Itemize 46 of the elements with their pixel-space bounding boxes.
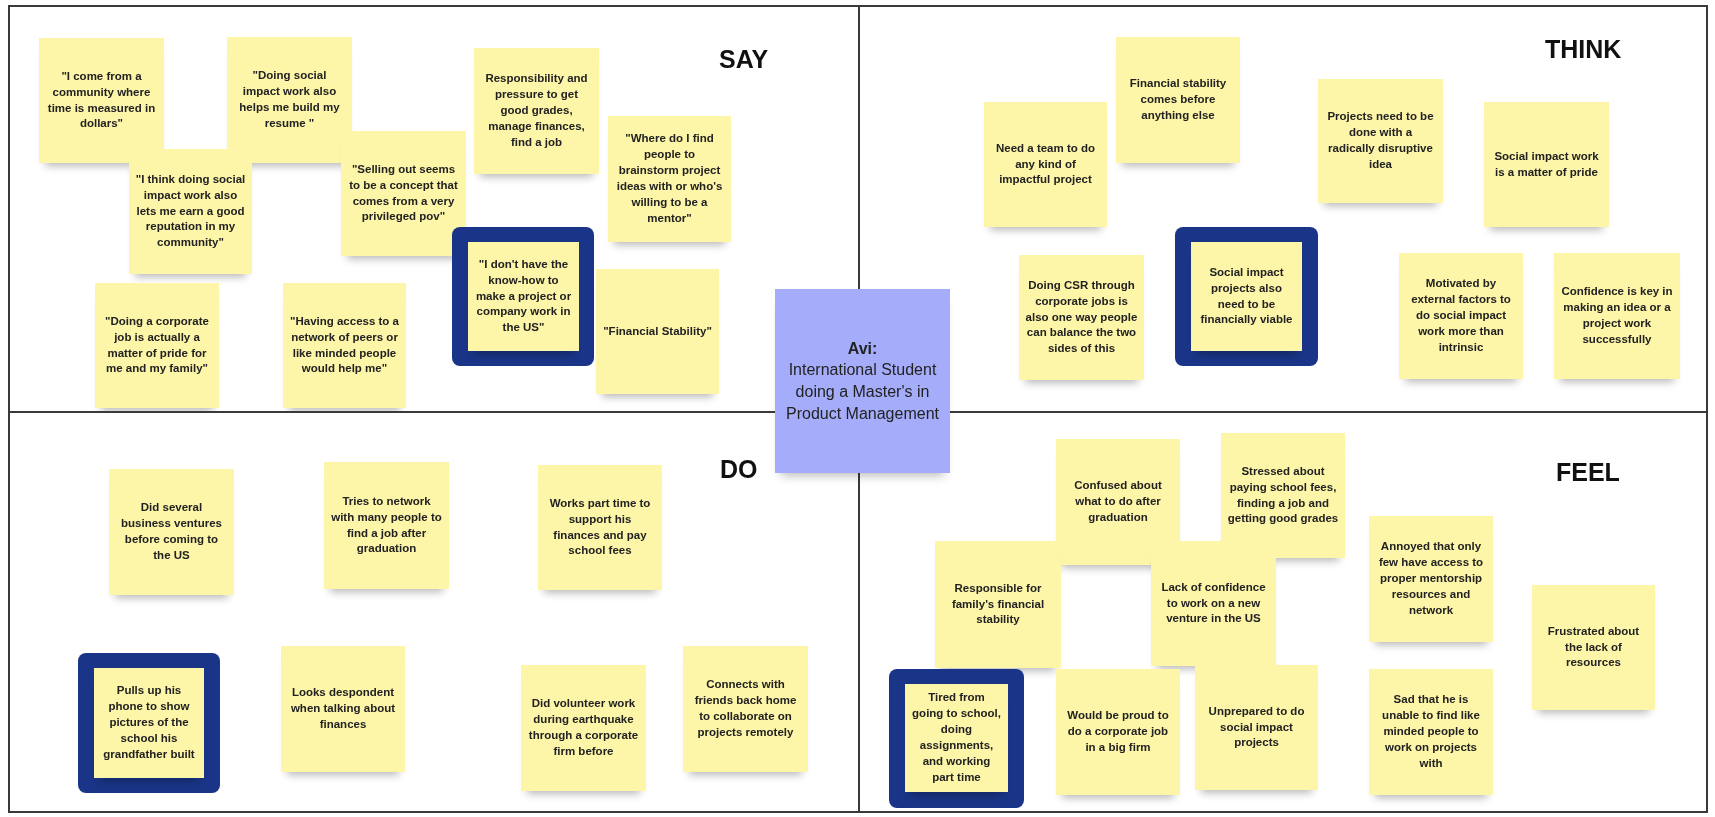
- sticky-note: Pulls up his phone to show pictures of the school his grandfather built: [94, 668, 204, 778]
- sticky-note: Would be proud to do a corporate job in a big firm: [1056, 669, 1180, 795]
- sticky-note: Did several business ventures before coming to the US: [109, 469, 234, 595]
- persona-description: International Student doing a Master's in Product Management: [785, 360, 940, 424]
- quadrant-title: SAY: [719, 45, 769, 74]
- sticky-note: "Selling out seems to be a concept that comes from a very privileged pov": [341, 131, 466, 256]
- persona-name: Avi:: [847, 338, 878, 359]
- sticky-note: Sad that he is unable to find like minded people to work on projects with: [1369, 669, 1493, 795]
- sticky-note: "I don't have the know-how to make a project or company work in the US": [468, 242, 579, 351]
- highlight-frame: [452, 227, 594, 366]
- sticky-note: Confidence is key in making an idea or a project work successfully: [1554, 253, 1680, 379]
- quadrant-title: THINK: [1545, 35, 1622, 64]
- highlight-frame: [78, 653, 220, 793]
- sticky-note: Projects need to be done with a radically disruptive idea: [1318, 79, 1443, 203]
- sticky-note: Connects with friends back home to collaborate on projects remotely: [683, 646, 808, 772]
- highlight-frame: [889, 669, 1024, 808]
- sticky-note: Financial stability comes before anything else: [1116, 37, 1240, 163]
- sticky-note: "Doing social impact work also helps me build my resume ": [227, 37, 352, 163]
- sticky-note: "Doing a corporate job is actually a matter of pride for me and my family": [95, 283, 219, 408]
- sticky-note: Tries to network with many people to find a job after graduation: [324, 462, 449, 589]
- sticky-note: Responsible for family's financial stability: [935, 541, 1061, 668]
- sticky-note: Social impact work is a matter of pride: [1484, 102, 1609, 227]
- sticky-note: "I come from a community where time is measured in dollars": [39, 38, 164, 163]
- sticky-note: Social impact projects also need to be financially viable: [1191, 242, 1302, 351]
- persona-card: [775, 289, 950, 473]
- sticky-note: "Having access to a network of peers or like minded people would help me": [283, 283, 406, 408]
- sticky-note: Annoyed that only few have access to proper mentorship resources and network: [1369, 516, 1493, 642]
- sticky-note: "I think doing social impact work also lets me earn a good reputation in my community": [129, 149, 252, 274]
- sticky-note: Responsibility and pressure to get good grades, manage finances, find a job: [474, 48, 599, 174]
- sticky-note: Unprepared to do social impact projects: [1195, 665, 1318, 790]
- sticky-note: Lack of confidence to work on a new venture in the US: [1151, 541, 1276, 666]
- sticky-note: Looks despondent when talking about finances: [281, 646, 405, 772]
- highlight-frame: [1175, 227, 1318, 366]
- sticky-note: Confused about what to do after graduation: [1056, 439, 1180, 565]
- sticky-note: Did volunteer work during earthquake through a corporate firm before: [521, 665, 646, 791]
- sticky-note: Motivated by external factors to do social impact work more than intrinsic: [1399, 253, 1523, 379]
- quadrant-title: FEEL: [1556, 458, 1620, 487]
- sticky-note: Tired from going to school, doing assignments, and working part time: [905, 684, 1008, 792]
- sticky-note: Frustrated about the lack of resources: [1532, 585, 1655, 710]
- sticky-note: Doing CSR through corporate jobs is also one way people can balance the two sides of this: [1019, 255, 1144, 380]
- sticky-note: "Where do I find people to brainstorm project ideas with or who's willing to be a mentor": [608, 116, 731, 242]
- sticky-note: Stressed about paying school fees, finding a job and getting good grades: [1221, 433, 1345, 558]
- quadrant-title: DO: [720, 455, 758, 484]
- sticky-note: Works part time to support his finances and pay school fees: [538, 465, 662, 590]
- sticky-note: Need a team to do any kind of impactful project: [984, 102, 1107, 227]
- sticky-note: "Financial Stability": [596, 269, 719, 394]
